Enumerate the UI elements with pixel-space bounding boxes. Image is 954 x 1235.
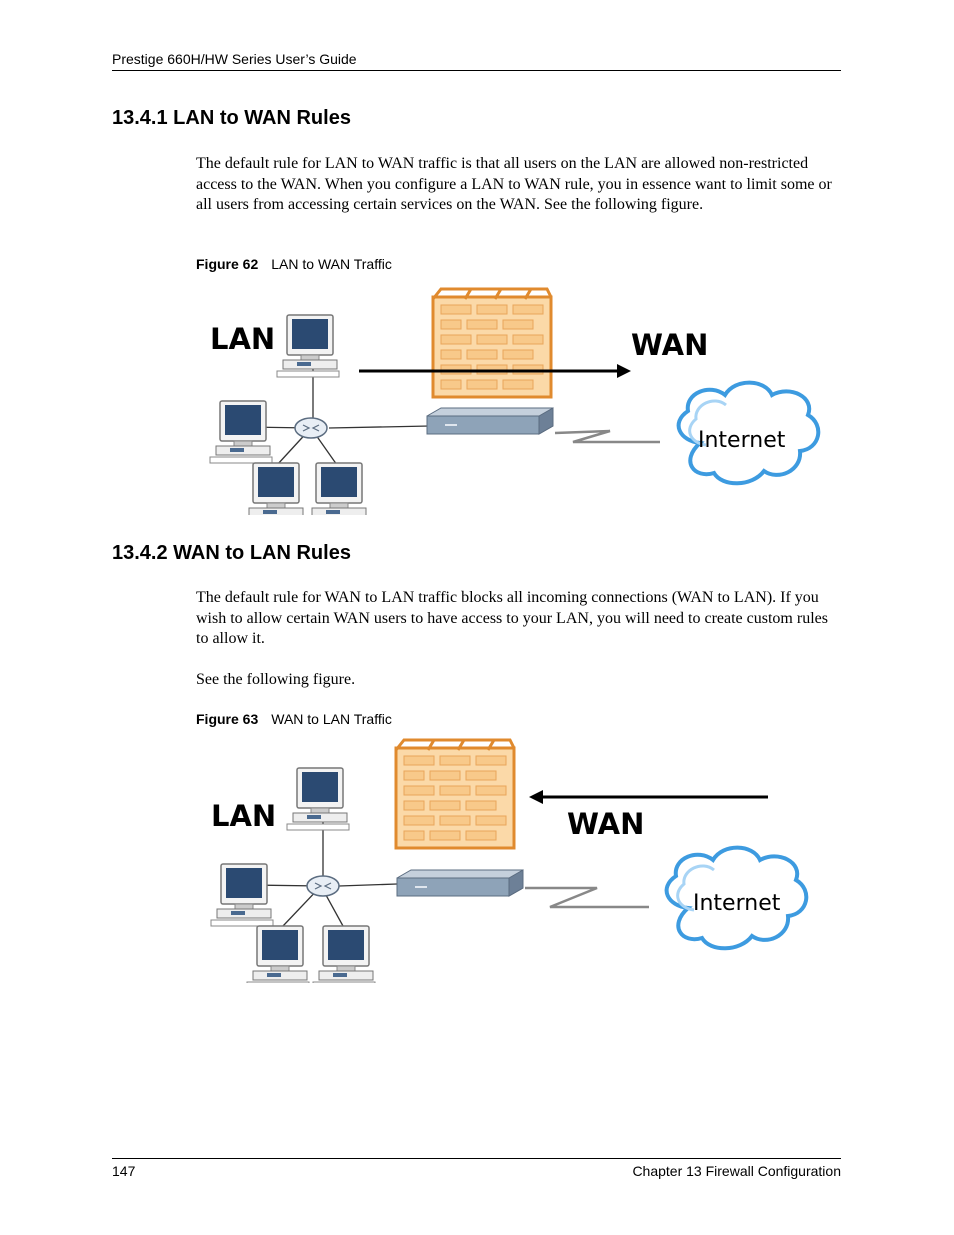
hub-icon — [294, 417, 328, 439]
computer-icon — [210, 863, 274, 927]
wan-cable — [554, 429, 660, 444]
wan-to-lan-diagram: LAN WAN Internet — [210, 738, 809, 983]
page-number: 147 — [112, 1163, 136, 1179]
firewall-icon — [394, 738, 516, 850]
figure-caption-62: Figure 62 LAN to WAN Traffic — [196, 256, 392, 272]
section-paragraph-lan-to-wan: The default rule for LAN to WAN traffic … — [196, 155, 832, 213]
section-heading-wan-to-lan: 13.4.2 WAN to LAN Rules — [112, 542, 351, 564]
internet-label: Internet — [698, 428, 786, 453]
computer-icon — [209, 400, 273, 464]
figure-label: Figure 62 — [196, 256, 259, 272]
computer-icon — [305, 462, 369, 515]
traffic-arrowhead — [617, 364, 631, 378]
figure-title: WAN to LAN Traffic — [271, 711, 392, 727]
wan-label: WAN — [631, 328, 708, 362]
section-paragraph-wan-to-lan: The default rule for WAN to LAN traffic … — [196, 589, 828, 647]
router-icon — [396, 869, 524, 897]
computer-icon — [242, 462, 306, 515]
traffic-arrowhead — [529, 790, 543, 804]
lan-to-wan-diagram: LAN WAN Internet — [209, 287, 821, 515]
figure-title: LAN to WAN Traffic — [271, 256, 392, 272]
router-icon — [426, 407, 554, 435]
wan-label: WAN — [567, 807, 644, 841]
hub-icon — [306, 875, 340, 897]
page-footer: 147 Chapter 13 Firewall Configuration — [112, 1158, 841, 1179]
guide-title: Prestige 660H/HW Series User’s Guide — [112, 51, 357, 67]
chapter-title: Chapter 13 Firewall Configuration — [632, 1163, 841, 1179]
page-header: Prestige 660H/HW Series User’s Guide — [112, 51, 841, 71]
lan-label: LAN — [211, 799, 276, 833]
section-paragraph-see-figure: See the following figure. — [196, 671, 356, 688]
computer-icon — [312, 925, 376, 983]
computer-icon — [276, 314, 340, 378]
firewall-icon — [431, 287, 553, 399]
wan-cable — [525, 886, 649, 909]
lan-label: LAN — [210, 322, 275, 356]
figure-label: Figure 63 — [196, 711, 259, 727]
internet-label: Internet — [693, 891, 781, 916]
figure-caption-63: Figure 63 WAN to LAN Traffic — [196, 711, 392, 727]
cable — [328, 425, 431, 429]
section-heading-lan-to-wan: 13.4.1 LAN to WAN Rules — [112, 107, 351, 129]
cable — [338, 883, 398, 887]
computer-icon — [286, 767, 350, 831]
computer-icon — [246, 925, 310, 983]
